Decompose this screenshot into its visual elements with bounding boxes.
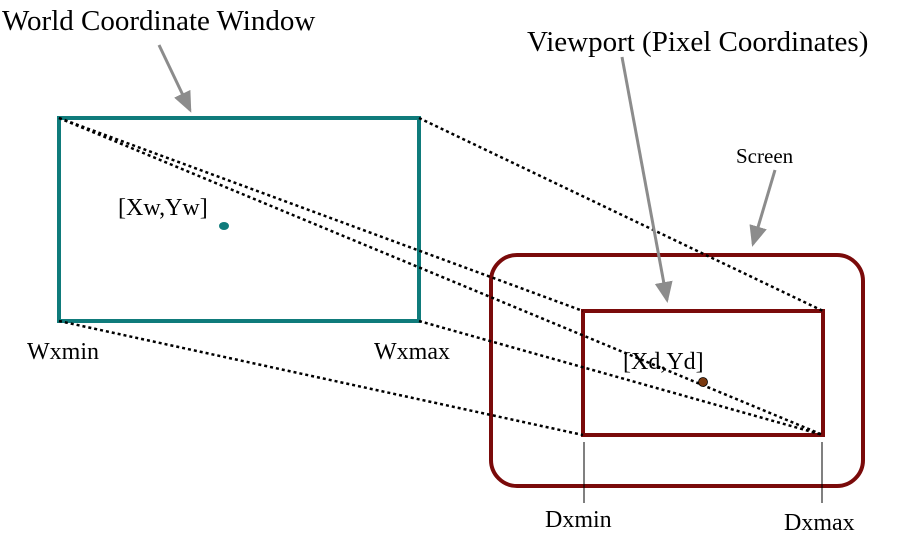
dxmin-label: Dxmin [545,507,612,533]
mapping-line-diagonal [58,116,824,437]
mapping-line-top-right [418,116,824,313]
viewport-title: Viewport (Pixel Coordinates) [527,26,868,58]
mapping-lines [58,116,824,437]
wxmax-label: Wxmax [374,339,450,365]
screen-frame [489,253,865,488]
world-point-label: [Xw,Yw] [118,195,208,221]
world-window-pointer-arrow [157,44,192,113]
device-point-label: [Xd,Yd] [623,349,704,375]
wxmin-label: Wxmin [27,339,99,365]
screen-label: Screen [736,144,794,168]
world-window-rect [57,116,421,323]
viewport-rect [581,309,825,437]
dxmax-label: Dxmax [784,510,855,534]
world-point-marker [219,222,229,230]
viewport-pointer-arrow [620,56,673,303]
device-point-marker [698,377,708,387]
world-window-title: World Coordinate Window [2,5,315,37]
screen-pointer-arrow [749,169,777,247]
mapping-line-bottom-right [418,319,824,437]
mapping-line-bottom-left [58,319,584,437]
